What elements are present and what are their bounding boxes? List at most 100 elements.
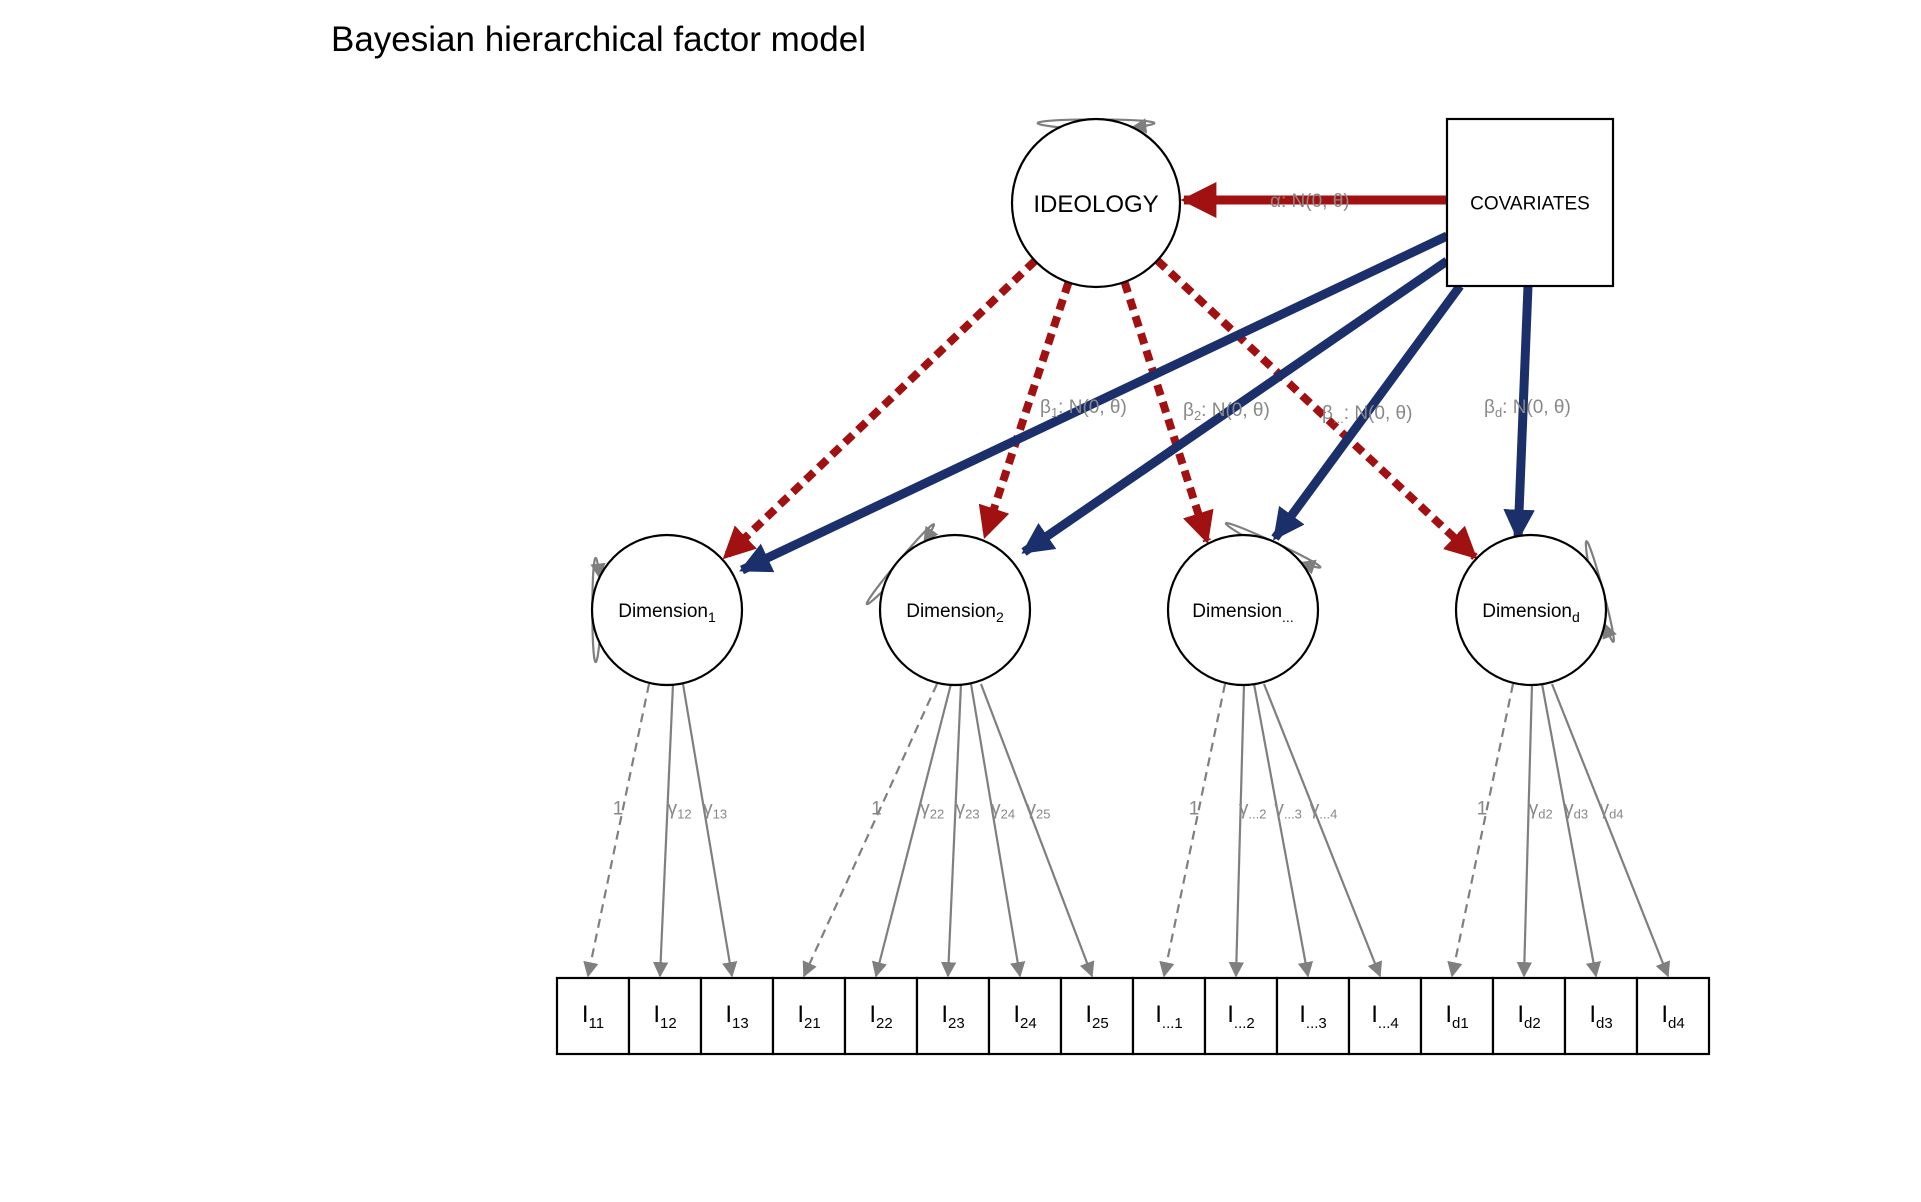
gamma-label-...4: γ...4 (1310, 799, 1338, 822)
gamma-label-13: γ13 (703, 799, 727, 822)
item-subscript: 22 (876, 1015, 893, 1032)
gamma-label-...3: γ...3 (1274, 799, 1302, 822)
loading-arrow-2-1 (802, 683, 939, 978)
item-subscript: d3 (1596, 1015, 1613, 1032)
item-label-d2: Id2 (1517, 1001, 1540, 1032)
gamma-symbol: γ (1310, 799, 1320, 820)
beta-symbol: β (1183, 400, 1194, 421)
item-box-8 (1059, 976, 1135, 1056)
item-box-16 (1635, 976, 1711, 1056)
loading-arrow-2-4 (969, 683, 1026, 978)
gamma-symbol: γ (1529, 799, 1539, 820)
item-symbol: I (1085, 1001, 1092, 1028)
beta-2-label: β2: N(0, θ) (1183, 400, 1270, 423)
dimension-subscript: ... (1282, 609, 1294, 625)
dimension-1-label: Dimension1 (618, 601, 716, 625)
alpha-label: α: N(0, θ) (1270, 191, 1350, 212)
gamma-subscript: d3 (1574, 807, 1588, 822)
loading-fixed-label-4: 1 (1477, 799, 1488, 820)
dimension-name: Dimension (1482, 601, 1572, 622)
item-box-10 (1203, 976, 1279, 1056)
item-symbol: I (1445, 1001, 1452, 1028)
gamma-symbol: γ (991, 799, 1001, 820)
dimension-4-label: Dimensiond (1482, 601, 1580, 625)
gamma-subscript: ...2 (1248, 807, 1266, 822)
gamma-label-d3: γd3 (1564, 799, 1588, 822)
item-symbol: I (1299, 1001, 1306, 1028)
alpha-symbol: α (1270, 191, 1281, 212)
gamma-label-25: γ25 (1027, 799, 1051, 822)
loading-arrow-3-3 (1252, 683, 1314, 978)
gamma-symbol: γ (956, 799, 966, 820)
beta-distribution: : N(0, θ) (1344, 403, 1413, 424)
covariates-node (1445, 117, 1615, 288)
gamma-label-24: γ24 (991, 799, 1015, 822)
dimension-3-label: Dimension... (1192, 601, 1293, 625)
gamma-subscript: d4 (1609, 807, 1623, 822)
gamma-subscript: d2 (1538, 807, 1552, 822)
gamma-label-22: γ22 (920, 799, 944, 822)
beta-distribution: : N(0, θ) (1502, 397, 1571, 418)
item-box-14 (1491, 976, 1567, 1056)
item-subscript: 24 (1020, 1015, 1037, 1032)
beta-3-label: β...: N(0, θ) (1322, 403, 1412, 426)
item-label-12: I12 (653, 1001, 676, 1032)
gamma-subscript: ...3 (1284, 807, 1302, 822)
item-symbol: I (725, 1001, 732, 1028)
item-symbol: I (1661, 1001, 1668, 1028)
item-symbol: I (797, 1001, 804, 1028)
item-symbol: I (1227, 1001, 1234, 1028)
dimension-3-node (1166, 533, 1320, 687)
item-subscript: d4 (1668, 1015, 1685, 1032)
item-label-...1: I...1 (1155, 1001, 1183, 1032)
dimension-2-label: Dimension2 (906, 601, 1004, 625)
gamma-symbol: γ (1239, 799, 1249, 820)
covariates-to-dimension-2-path (1021, 257, 1450, 556)
loading-fixed-label-3: 1 (1189, 799, 1200, 820)
item-box-11 (1275, 976, 1351, 1056)
item-subscript: 21 (804, 1015, 821, 1032)
loading-arrow-1-1 (583, 683, 651, 978)
dimension-4-node (1454, 533, 1608, 687)
item-subscript: ...4 (1378, 1015, 1399, 1032)
gamma-label-12: γ12 (668, 799, 692, 822)
item-subscript: ...2 (1234, 1015, 1255, 1032)
beta-subscript: 1 (1051, 405, 1058, 420)
gamma-subscript: 23 (965, 807, 979, 822)
item-subscript: d2 (1524, 1015, 1541, 1032)
gamma-symbol: γ (1274, 799, 1284, 820)
item-box-4 (771, 976, 847, 1056)
gamma-symbol: γ (1564, 799, 1574, 820)
beta-subscript: ... (1333, 411, 1344, 426)
alpha-distribution: : N(0, θ) (1281, 191, 1350, 212)
item-label-11: I11 (582, 1001, 604, 1032)
item-label-...4: I...4 (1371, 1001, 1399, 1032)
beta-4-label: βd: N(0, θ) (1484, 397, 1571, 420)
beta-distribution: : N(0, θ) (1058, 397, 1127, 418)
beta-symbol: β (1322, 403, 1333, 424)
item-subscript: 25 (1092, 1015, 1109, 1032)
dimension-2-node (878, 533, 1032, 687)
dimension-name: Dimension (906, 601, 996, 622)
gamma-label-d2: γd2 (1529, 799, 1553, 822)
beta-subscript: 2 (1194, 408, 1201, 423)
item-symbol: I (941, 1001, 948, 1028)
gamma-symbol: γ (1600, 799, 1610, 820)
dimension-subscript: d (1572, 609, 1580, 625)
item-box-7 (987, 976, 1063, 1056)
item-box-13 (1419, 976, 1495, 1056)
beta-symbol: β (1484, 397, 1495, 418)
beta-subscript: d (1495, 405, 1502, 420)
item-subscript: ...3 (1306, 1015, 1327, 1032)
loading-arrow-3-4 (1262, 683, 1383, 978)
ideology-label: IDEOLOGY (1033, 191, 1158, 218)
item-subscript: ...1 (1162, 1015, 1183, 1032)
beta-distribution: : N(0, θ) (1201, 400, 1270, 421)
item-label-22: I22 (869, 1001, 892, 1032)
gamma-subscript: ...4 (1319, 807, 1337, 822)
gamma-subscript: 25 (1036, 807, 1050, 822)
ideology-to-dimension-4-path (1154, 257, 1478, 560)
gamma-subscript: 12 (677, 807, 691, 822)
gamma-subscript: 22 (930, 807, 944, 822)
